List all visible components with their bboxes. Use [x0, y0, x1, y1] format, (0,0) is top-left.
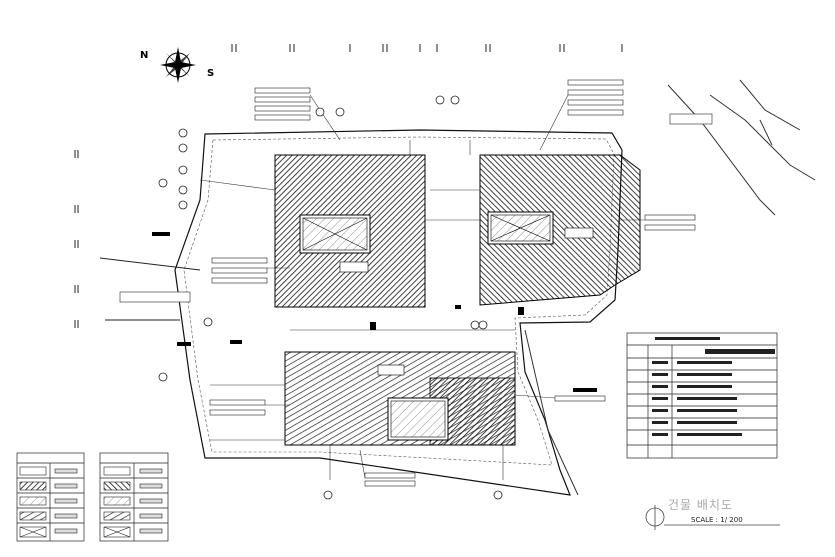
info-table-fills — [652, 337, 775, 436]
compass-rose-icon — [160, 47, 196, 83]
legend-2-swatches — [103, 466, 163, 538]
site-boundary — [174, 129, 623, 496]
inner-setback-line — [183, 136, 615, 466]
building-b — [479, 154, 641, 306]
drawing-title: 건물 배치도 — [668, 498, 734, 512]
title-block-symbol — [645, 505, 780, 530]
leader-lines — [199, 94, 645, 479]
compass-north-label: N — [140, 50, 149, 61]
left-label-box — [119, 291, 191, 303]
leader-tags — [209, 79, 696, 487]
top-grid-ticks — [231, 44, 623, 52]
grid-bubbles — [158, 95, 503, 500]
legend-1-swatches — [19, 466, 78, 538]
solid-markers — [152, 232, 597, 392]
road-lines — [524, 79, 816, 496]
road-label-box — [669, 113, 713, 125]
dimension-lines — [210, 140, 515, 480]
left-dimension-chain — [74, 150, 201, 328]
building-c — [284, 351, 516, 446]
compass-south-label: S — [207, 68, 215, 79]
building-a — [274, 154, 426, 308]
drawing-scale: SCALE : 1/ 200 — [691, 516, 743, 524]
